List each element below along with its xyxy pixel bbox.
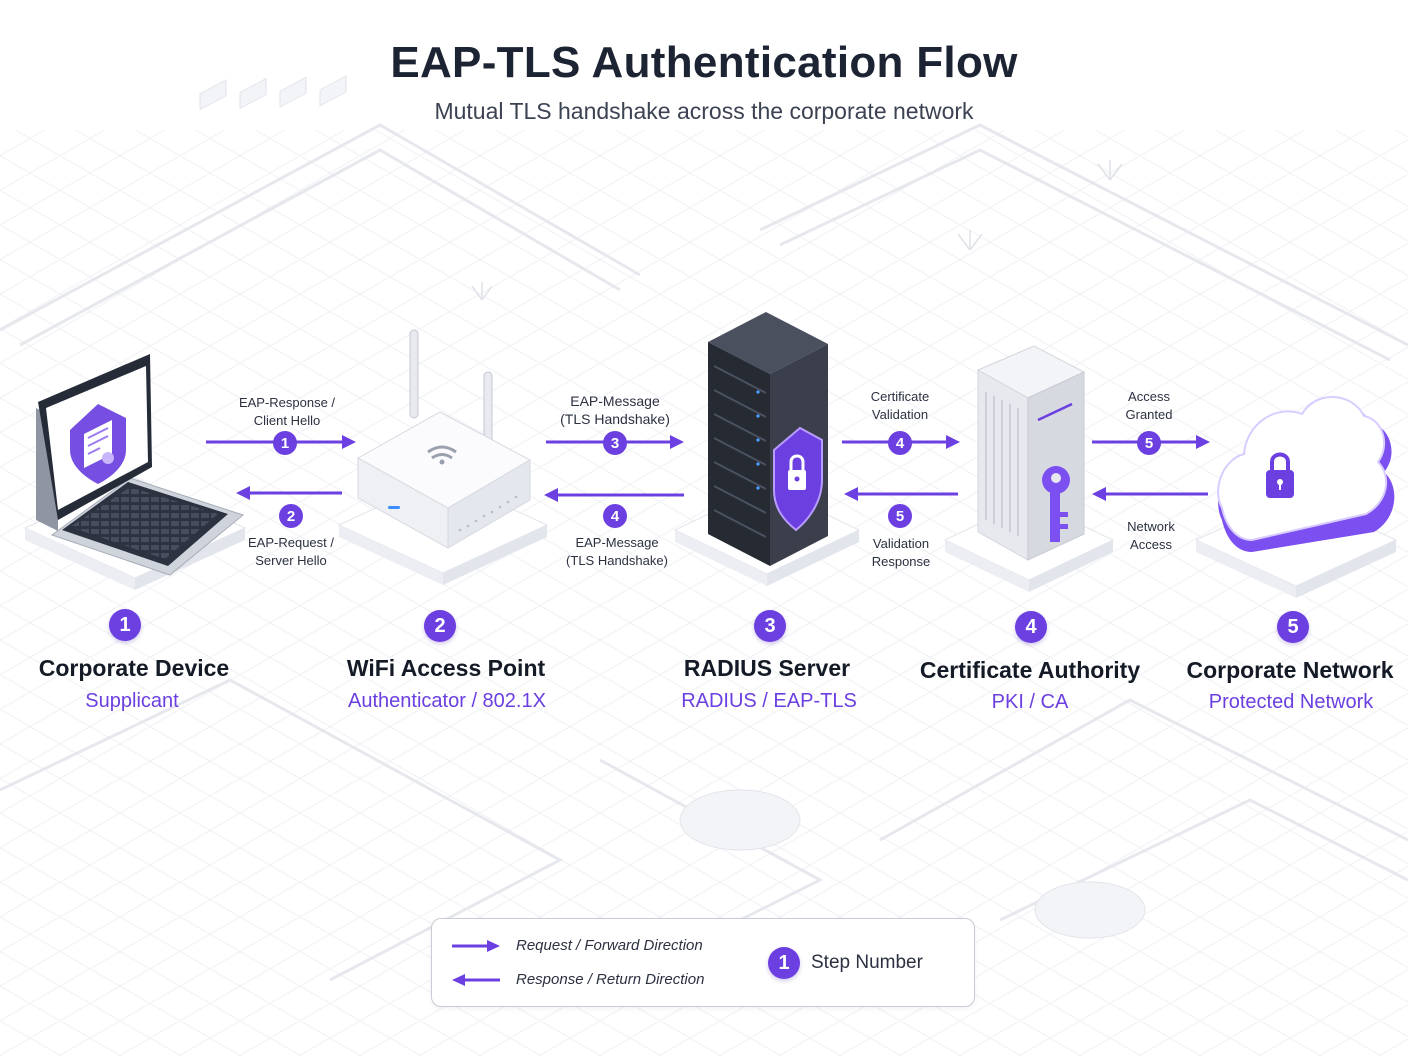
flow-label-line: Server Hello xyxy=(255,553,327,568)
flow-step-badge: 5 xyxy=(888,504,912,528)
flow-step-badge: 3 xyxy=(603,431,627,455)
flow-label-line: EAP-Response / xyxy=(238,395,336,410)
flow-label-net-return: Network Access xyxy=(1076,518,1226,554)
flow-label-line: (TLS Handshake) xyxy=(566,553,668,568)
diagram-subtitle: Mutual TLS handshake across the corporat… xyxy=(434,98,974,124)
legend-arrows xyxy=(452,940,500,986)
node-role: Supplicant xyxy=(85,690,179,712)
legend-return-label: Response / Return Direction xyxy=(516,971,705,988)
flow-label-line: Access xyxy=(1130,537,1172,552)
flow-label-line: EAP-Message xyxy=(570,393,660,409)
diagram-title: EAP-TLS Authentication Flow xyxy=(390,38,1018,87)
flow-label-line: Access xyxy=(1128,389,1170,404)
flow-step-badge: 5 xyxy=(1137,431,1161,455)
arrow-ca-return xyxy=(844,487,958,501)
arrow-ap-return xyxy=(236,486,342,500)
arrow-net-return xyxy=(1092,487,1208,501)
legend-step-label: Step Number xyxy=(811,952,923,973)
node-title: Corporate Network xyxy=(1186,657,1394,683)
node-title: WiFi Access Point xyxy=(346,655,546,681)
node-title: Corporate Device xyxy=(38,655,230,681)
ca-server-key-icon xyxy=(976,345,1086,561)
flow-label-line: Client Hello xyxy=(253,413,321,428)
node-step-badge: 3 xyxy=(754,610,786,642)
flow-step-badge: 1 xyxy=(273,431,297,455)
flow-step-badge: 2 xyxy=(279,504,303,528)
node-title: Certificate Authority xyxy=(919,657,1141,683)
cloud-lock-icon xyxy=(1217,396,1395,552)
node-step-badge: 5 xyxy=(1277,611,1309,643)
flow-label-line: (TLS Handshake) xyxy=(560,411,670,427)
legend: Request / Forward Direction Response / R… xyxy=(431,918,975,1007)
flow-label-line: Validation xyxy=(871,407,929,422)
node-role: Authenticator / 802.1X xyxy=(348,690,546,712)
flow-label-line: Granted xyxy=(1125,407,1173,422)
server-rack-shield-icon xyxy=(708,312,828,566)
flow-label-line: Network xyxy=(1127,519,1175,534)
legend-forward-label: Request / Forward Direction xyxy=(516,937,703,954)
flow-step-badge: 4 xyxy=(603,504,627,528)
flow-label-radius-return: EAP-Message (TLS Handshake) xyxy=(542,534,692,570)
flow-label-radius-forward: EAP-Message (TLS Handshake) xyxy=(540,392,690,428)
node-role: RADIUS / EAP-TLS xyxy=(681,690,857,712)
flow-label-net-forward: Access Granted xyxy=(1074,388,1224,424)
node-step-badge: 4 xyxy=(1015,611,1047,643)
node-role: Protected Network xyxy=(1208,691,1374,713)
arrow-radius-return xyxy=(544,488,684,502)
flow-label-line: Certificate xyxy=(870,389,930,404)
wifi-router-icon xyxy=(356,329,532,549)
legend-step-badge: 1 xyxy=(768,947,800,979)
laptop-certificate-icon xyxy=(36,354,245,576)
flow-label-line: EAP-Request / xyxy=(248,535,334,550)
forward-arrow-icon xyxy=(487,940,500,952)
flow-label-line: EAP-Message xyxy=(575,535,659,550)
flow-step-badge: 4 xyxy=(888,431,912,455)
flow-label-ca-return: Validation Response xyxy=(826,535,976,571)
node-title: RADIUS Server xyxy=(683,655,851,681)
return-arrow-icon xyxy=(452,974,465,986)
flow-label-ap-forward: EAP-Response / Client Hello xyxy=(212,394,362,430)
flow-label-line: Response xyxy=(871,554,931,569)
node-step-badge: 2 xyxy=(424,610,456,642)
node-role: PKI / CA xyxy=(991,691,1069,713)
flow-label-ap-return: EAP-Request / Server Hello xyxy=(216,534,366,570)
flow-label-ca-forward: Certificate Validation xyxy=(825,388,975,424)
flow-label-line: Validation xyxy=(872,536,930,551)
node-step-badge: 1 xyxy=(109,609,141,641)
